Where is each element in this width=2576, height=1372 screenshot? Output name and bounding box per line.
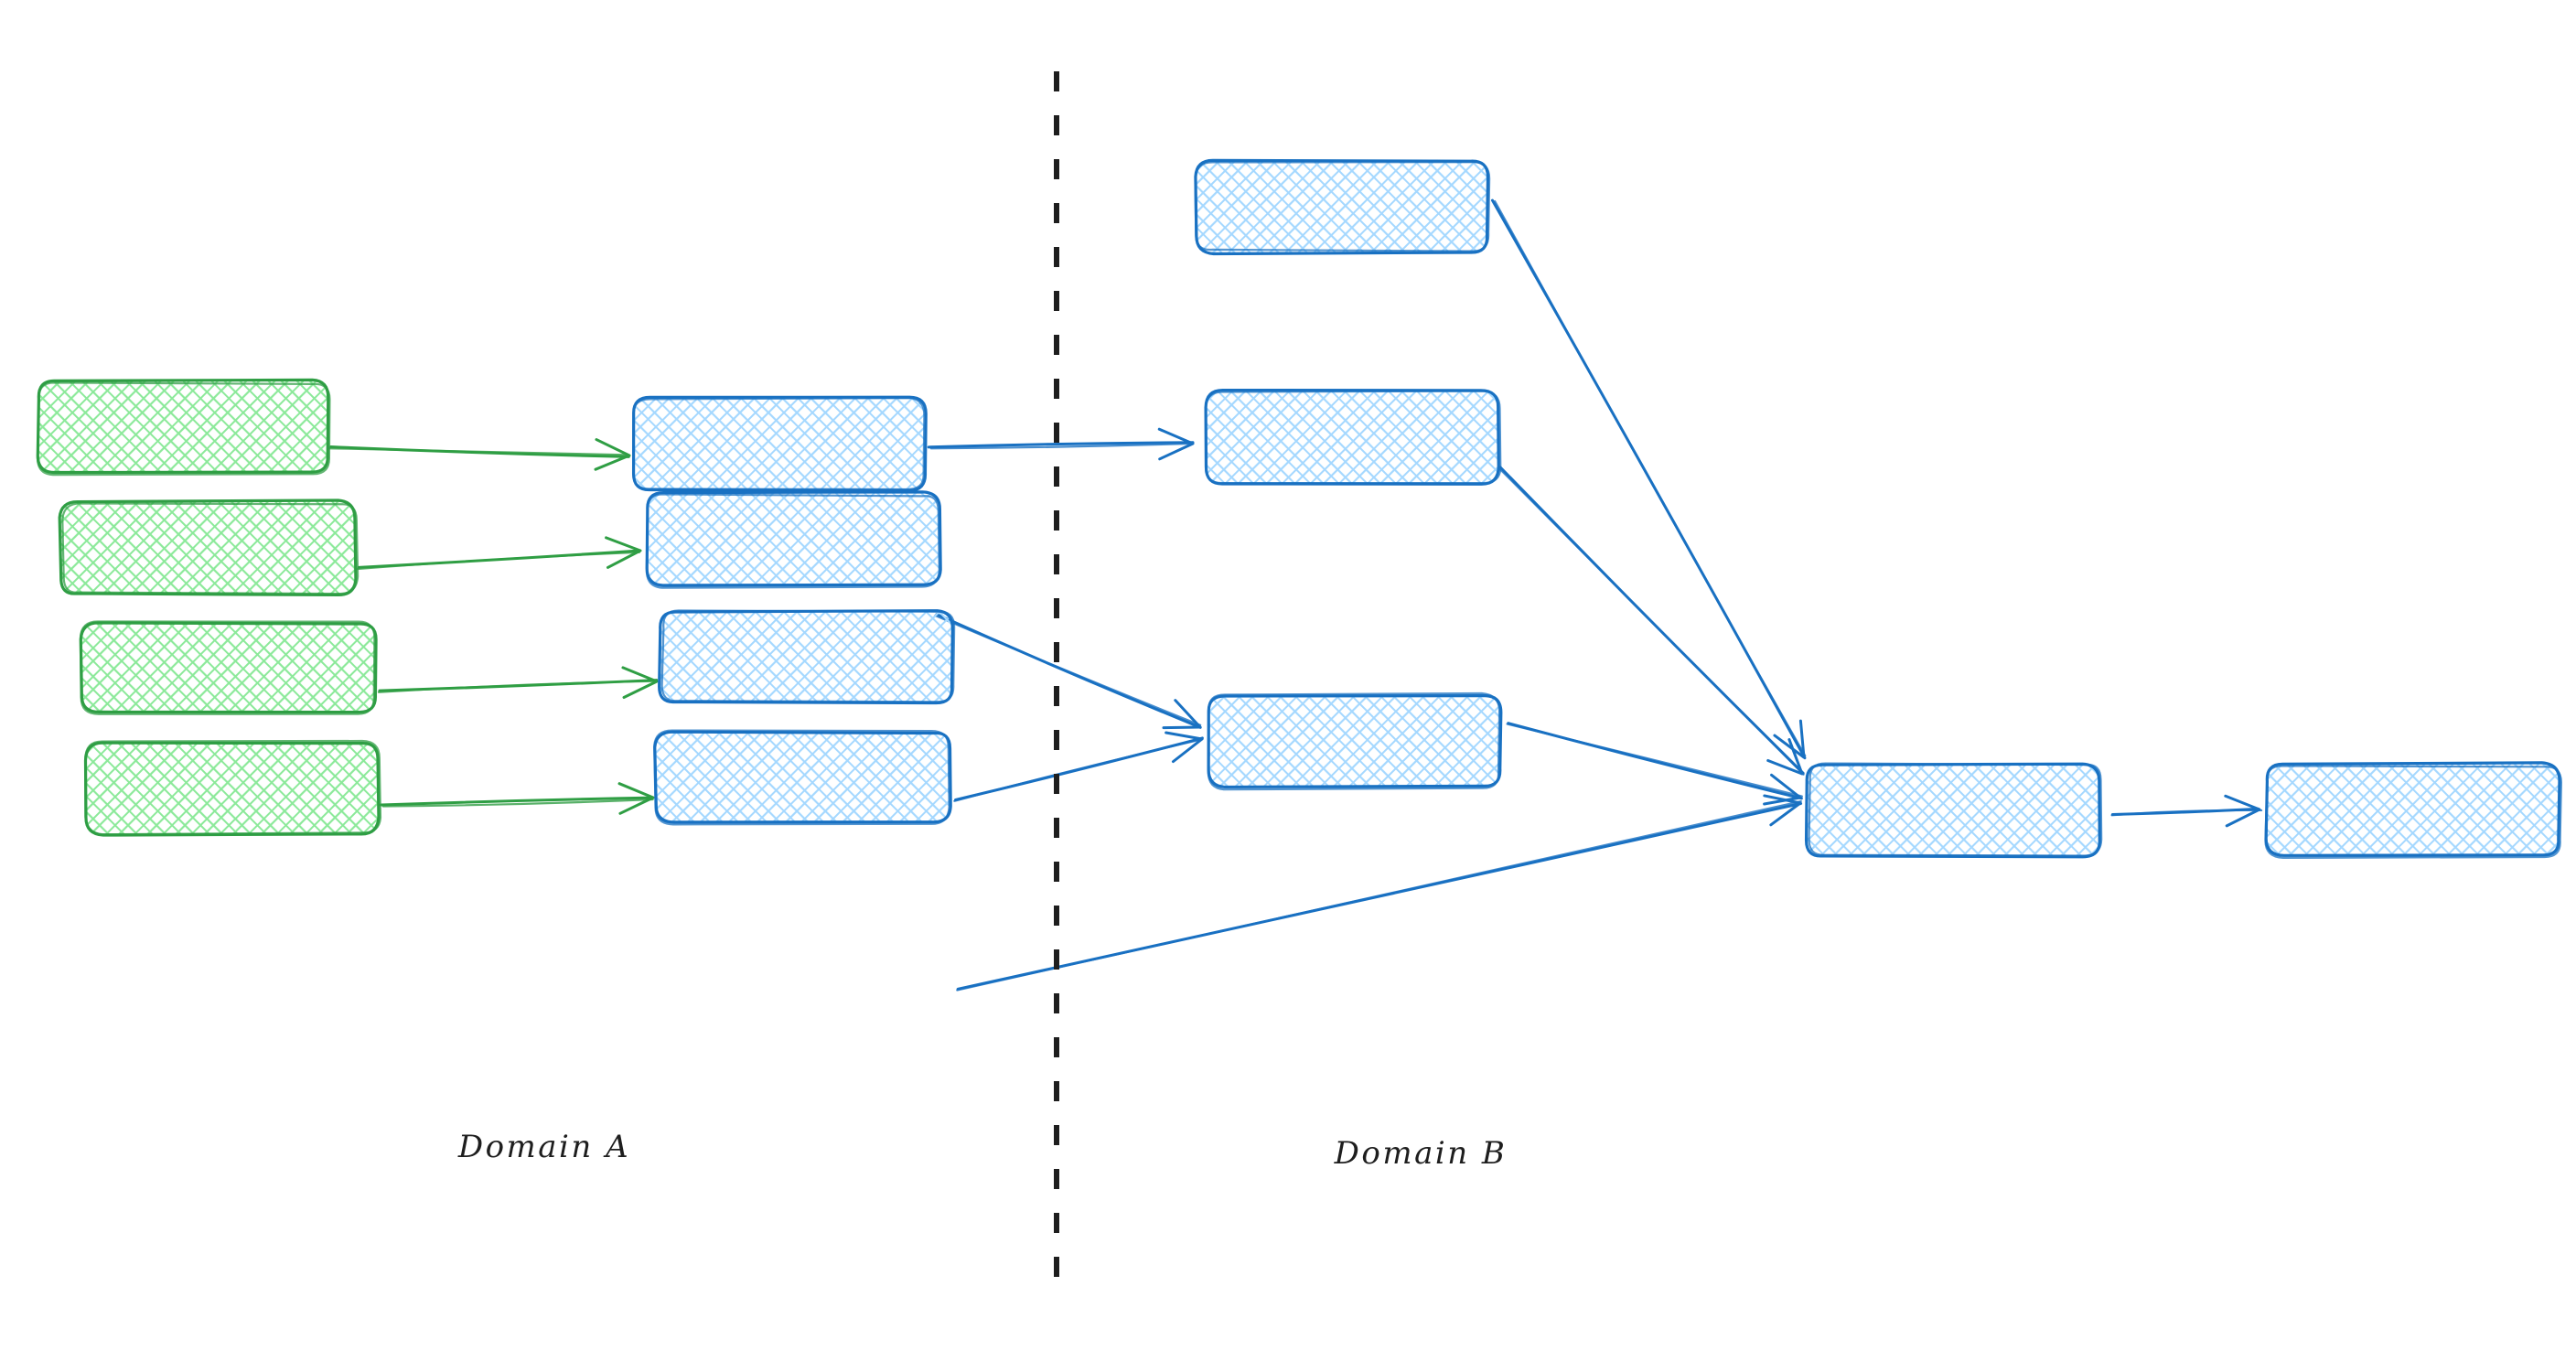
node-fill-hatch-b: [654, 732, 951, 822]
node-outline-secondary: [1194, 161, 1491, 252]
node-m1[interactable]: [631, 395, 928, 492]
edge-stroke-secondary: [929, 442, 1194, 450]
node-outline-secondary: [632, 397, 926, 491]
node-outline-secondary: [61, 502, 360, 595]
edge-arrowhead: [594, 438, 631, 471]
edge-e-m1-r2[interactable]: [927, 427, 1195, 461]
node-g2[interactable]: [58, 498, 360, 597]
node-outline-secondary: [36, 381, 331, 477]
node-fill-hatch-b: [85, 743, 379, 836]
edge-e-g2-m2[interactable]: [356, 536, 642, 571]
edge-layer: [327, 198, 2263, 991]
edge-arrowhead: [1157, 427, 1195, 461]
node-outline: [1804, 762, 2101, 859]
node-m4[interactable]: [653, 729, 952, 826]
node-fill-hatch-b: [2266, 762, 2560, 856]
edge-stroke-secondary: [327, 447, 629, 456]
node-outline-secondary: [1204, 390, 1502, 485]
node-fill-hatch-b: [647, 491, 941, 585]
edge-arrowhead: [1162, 699, 1202, 730]
edge-stroke: [927, 441, 1195, 449]
node-outline-secondary: [79, 620, 376, 715]
edge-e-m4-r4[interactable]: [956, 794, 1803, 991]
edge-arrowhead: [1763, 794, 1802, 827]
edge-stroke-secondary: [381, 798, 654, 808]
node-r1[interactable]: [1194, 158, 1491, 256]
node-g1[interactable]: [36, 378, 331, 477]
node-fill-hatch-b: [38, 380, 328, 473]
edge-e-m2-r3[interactable]: [934, 613, 1202, 730]
edge-arrowhead: [621, 666, 659, 700]
node-layer: [36, 158, 2562, 859]
node-r2[interactable]: [1204, 388, 1502, 486]
node-outline-secondary: [1808, 762, 2103, 857]
edge-stroke-secondary: [956, 799, 1802, 991]
edge-arrowhead: [1165, 731, 1204, 764]
edge-arrowhead: [617, 782, 655, 815]
node-fill-hatch-b: [1806, 764, 2100, 857]
edge-stroke-secondary: [377, 680, 658, 693]
node-g4[interactable]: [83, 739, 382, 837]
node-outline-secondary: [84, 739, 382, 836]
edge-stroke-secondary: [1494, 199, 1807, 757]
domain-label-domain-b: Domain B: [1334, 1135, 1508, 1172]
node-outline-secondary: [645, 493, 940, 589]
edge-arrowhead: [2224, 794, 2261, 828]
edge-stroke-secondary: [1506, 723, 1803, 798]
domain-label-domain-a: Domain A: [457, 1129, 630, 1165]
node-fill-hatch-b: [1195, 160, 1488, 254]
label-layer: Domain A Domain B: [457, 1129, 1508, 1172]
edge-arrowhead: [1766, 738, 1804, 776]
node-r4[interactable]: [1804, 762, 2103, 859]
node-outline-secondary: [660, 609, 956, 703]
edge-e-g1-m1[interactable]: [327, 438, 631, 471]
node-g3[interactable]: [79, 620, 378, 715]
node-fill-hatch-b: [1206, 390, 1499, 485]
node-fill-hatch-b: [633, 397, 927, 491]
node-fill-hatch-b: [659, 610, 953, 703]
node-fill-hatch-b: [59, 500, 356, 595]
edge-e-r1-r4[interactable]: [1490, 198, 1807, 760]
edge-e-m3-r3[interactable]: [953, 731, 1204, 802]
node-outline-secondary: [2264, 765, 2562, 859]
edge-stroke-secondary: [1497, 466, 1805, 776]
edge-arrowhead: [605, 536, 642, 569]
node-outline: [658, 609, 954, 705]
edge-arrowhead: [1763, 773, 1802, 806]
node-outline-secondary: [653, 729, 950, 826]
edge-e-r4-r5[interactable]: [2110, 794, 2263, 828]
edge-e-r3-r4[interactable]: [1506, 722, 1803, 806]
node-m2[interactable]: [645, 490, 942, 589]
node-m3[interactable]: [658, 609, 956, 705]
edge-e-g4-m4[interactable]: [380, 782, 655, 815]
edge-stroke-secondary: [953, 738, 1204, 802]
edge-stroke-secondary: [2110, 809, 2263, 817]
node-outline-secondary: [1207, 691, 1501, 791]
edge-e-g3-m3[interactable]: [377, 666, 659, 700]
edge-stroke: [380, 796, 655, 807]
edge-stroke-secondary: [356, 551, 641, 571]
node-fill-hatch-b: [80, 622, 377, 713]
edge-arrowhead: [1773, 719, 1806, 759]
node-r3[interactable]: [1207, 691, 1503, 791]
edge-e-r2-r4[interactable]: [1497, 466, 1805, 776]
node-r5[interactable]: [2264, 761, 2562, 859]
edge-stroke-secondary: [934, 614, 1202, 726]
node-fill-hatch-b: [1208, 695, 1501, 788]
